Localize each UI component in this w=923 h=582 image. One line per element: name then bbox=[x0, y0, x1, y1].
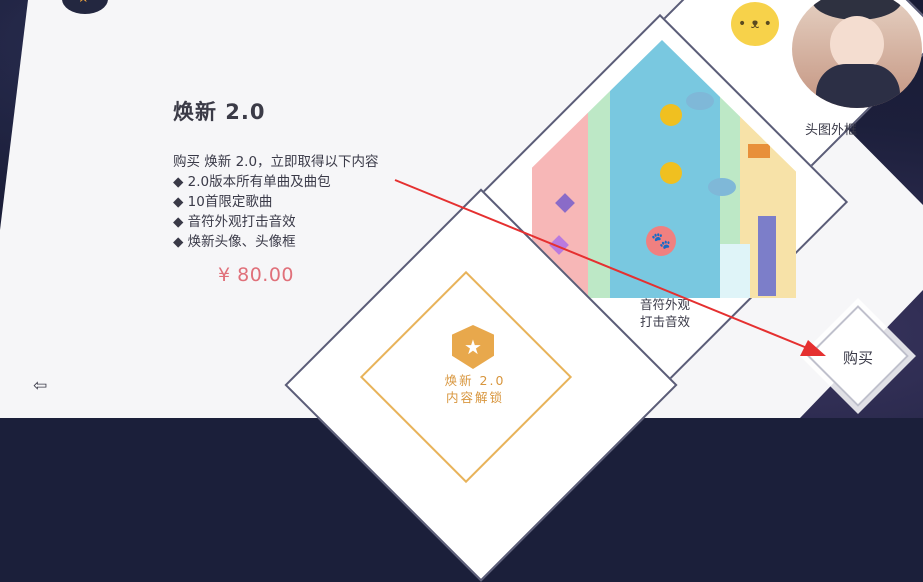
product-item: ◆ 音符外观打击音效 bbox=[173, 214, 296, 230]
product-item: ◆ 焕新头像、头像框 bbox=[173, 234, 296, 250]
flag-note-icon bbox=[748, 144, 770, 158]
note-skin-label: 音符外观 打击音效 bbox=[639, 297, 690, 329]
product-description: 购买 焕新 2.0，立即取得以下内容 ◆ 2.0版本所有单曲及曲包 ◆ 10首限… bbox=[173, 152, 379, 252]
fish-note-icon bbox=[686, 92, 714, 110]
product-title: 焕新 2.0 bbox=[173, 100, 266, 124]
exit-icon[interactable]: ⇦ bbox=[33, 376, 48, 396]
buy-button-label[interactable]: 购买 bbox=[842, 349, 873, 367]
avatar-frame-label: 头图外框 bbox=[805, 123, 858, 138]
product-item: ◆ 2.0版本所有单曲及曲包 bbox=[173, 174, 331, 190]
bell-note-icon bbox=[660, 162, 682, 184]
paw-note-icon: 🐾 bbox=[646, 226, 676, 256]
product-intro: 购买 焕新 2.0，立即取得以下内容 bbox=[173, 154, 379, 170]
emoji-sticker-icon: • ᴥ • bbox=[731, 2, 779, 46]
product-price: ¥ 80.00 bbox=[218, 264, 295, 286]
product-info: 焕新 2.0 购买 焕新 2.0，立即取得以下内容 ◆ 2.0版本所有单曲及曲包… bbox=[173, 96, 379, 252]
hold-note-icon bbox=[758, 216, 776, 296]
avatar-badge-icon[interactable] bbox=[62, 0, 108, 14]
bell-note-icon bbox=[660, 104, 682, 126]
unlock-label: 焕新 2.0 内容解锁 bbox=[444, 373, 506, 405]
character-portrait bbox=[792, 0, 922, 108]
product-item: ◆ 10首限定歌曲 bbox=[173, 194, 273, 210]
fish-note-icon bbox=[708, 178, 736, 196]
